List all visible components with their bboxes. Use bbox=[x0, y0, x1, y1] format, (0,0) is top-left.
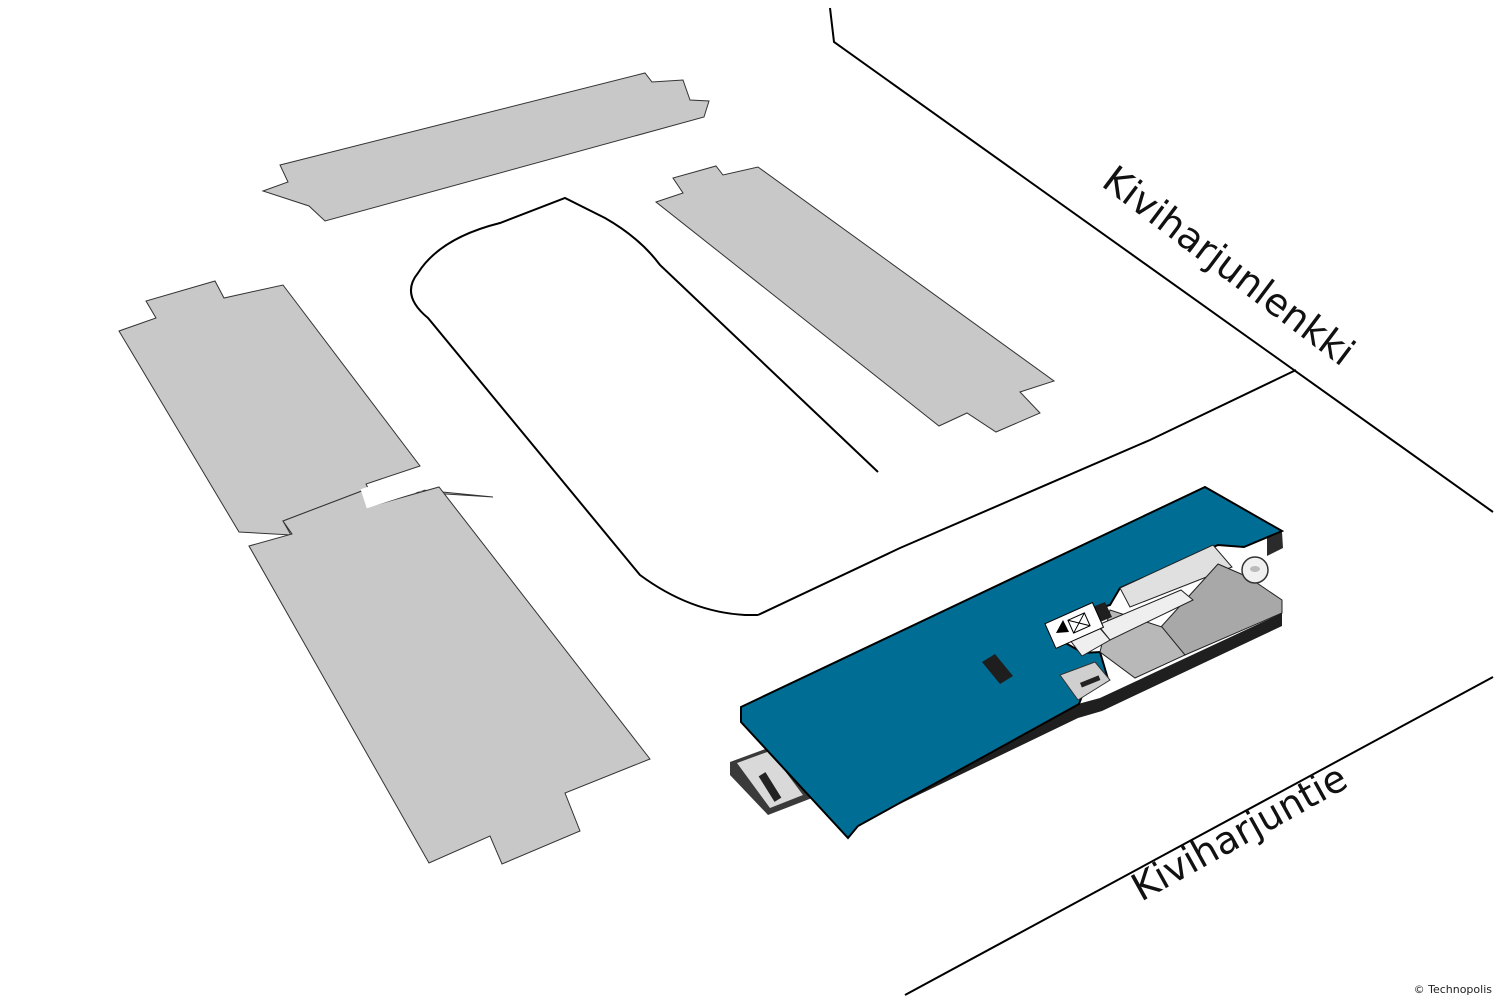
roof-marker bbox=[982, 654, 1013, 684]
road-kiviharjuntie-edge bbox=[904, 676, 1494, 996]
road-connector bbox=[757, 369, 1297, 616]
parking-loop bbox=[409, 196, 879, 616]
building-east bbox=[654, 165, 1056, 433]
arrow-icon bbox=[1056, 620, 1069, 633]
building-north bbox=[261, 72, 710, 222]
copyright-notice: © Technopolis bbox=[1413, 983, 1492, 996]
building-gap bbox=[360, 467, 434, 509]
highlight-building-east-side bbox=[1267, 532, 1283, 556]
building-west-lower bbox=[248, 486, 651, 865]
street-label-kiviharjuntie: Kiviharjuntie bbox=[1124, 755, 1354, 909]
wing-upper-deck bbox=[1119, 544, 1233, 608]
entrance-symbols bbox=[1044, 601, 1105, 650]
entrance-box-mark bbox=[1079, 675, 1101, 688]
elevator-icon bbox=[1067, 612, 1091, 634]
round-feature-inner bbox=[1250, 566, 1260, 572]
road-kiviharjunlenkki-edge bbox=[829, 7, 1494, 513]
street-label-kiviharjunlenkki: Kiviharjunlenkki bbox=[1095, 157, 1363, 374]
highlight-building-top bbox=[740, 485, 1285, 840]
west-annex-mark bbox=[758, 772, 782, 802]
